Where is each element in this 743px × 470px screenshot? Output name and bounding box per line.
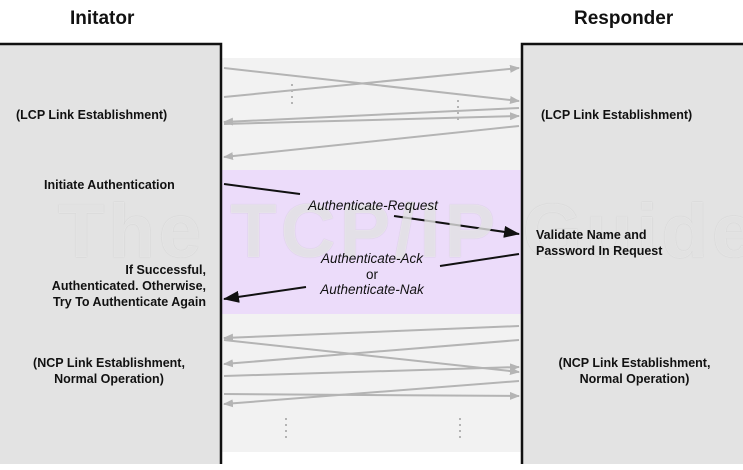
initiator-result-line-3: Try To Authenticate Again <box>52 295 206 309</box>
authenticate-nak-text: Authenticate-Nak <box>320 282 424 297</box>
initiator-column <box>0 44 221 464</box>
authenticate-request-arrow-tail <box>393 215 520 238</box>
authenticate-ack-text: Authenticate-Ack <box>320 251 424 266</box>
ncp-arrow-2 <box>223 339 520 376</box>
auth-band <box>221 170 522 314</box>
initiator-ncp-line-1: (NCP Link Establishment, <box>33 356 185 370</box>
responder-lcp-label: (LCP Link Establishment) <box>541 108 693 122</box>
authenticate-ack-label: Authenticate-Ack or Authenticate-Nak <box>302 250 442 299</box>
initiator-result-line-2: Authenticated. Otherwise, <box>51 279 206 293</box>
initiator-ncp-label: (NCP Link Establishment, Normal Operatio… <box>10 355 208 387</box>
authenticate-request-label: Authenticate-Request <box>308 198 438 213</box>
lcp-arrow-5 <box>223 125 520 161</box>
initiator-result-line-1: If Successful, <box>125 263 206 277</box>
responder-column <box>522 44 743 464</box>
lcp-arrow-1 <box>223 67 520 104</box>
authenticate-request-arrow <box>223 183 301 195</box>
responder-column-border <box>520 42 743 464</box>
ncp-arrow-3 <box>223 339 520 368</box>
initiator-initiate-label: Initiate Authentication <box>44 178 175 192</box>
lcp-arrow-2 <box>223 64 520 98</box>
initiator-lcp-label: (LCP Link Establishment) <box>16 108 168 122</box>
lcp-arrow-3 <box>223 107 520 126</box>
ncp-arrow-6 <box>223 391 520 400</box>
watermark: The TCP/IP Guide <box>58 189 743 274</box>
responder-validate-label: Validate Name and Password In Request <box>536 227 662 259</box>
authenticate-response-arrow <box>439 253 520 267</box>
responder-ncp-line-2: Normal Operation) <box>579 372 690 386</box>
authenticate-response-arrow-tail <box>223 286 307 303</box>
ncp-band <box>221 314 522 452</box>
or-text: or <box>365 267 378 282</box>
responder-heading: Responder <box>574 8 674 29</box>
ncp-arrow-1 <box>223 325 520 342</box>
responder-validate-line-1: Validate Name and <box>536 228 647 242</box>
ncp-arrow-4 <box>223 363 520 377</box>
responder-ncp-label: (NCP Link Establishment, Normal Operatio… <box>532 355 737 387</box>
initiator-heading: Initator <box>70 8 135 29</box>
initiator-result-label: If Successful, Authenticated. Otherwise,… <box>8 262 206 310</box>
lcp-arrow-4 <box>223 112 520 125</box>
initiator-ncp-line-2: Normal Operation) <box>54 372 164 386</box>
initiator-column-border <box>0 42 223 464</box>
responder-validate-line-2: Password In Request <box>536 244 663 258</box>
responder-ncp-line-1: (NCP Link Establishment, <box>558 356 711 370</box>
ncp-arrow-5 <box>223 380 520 408</box>
